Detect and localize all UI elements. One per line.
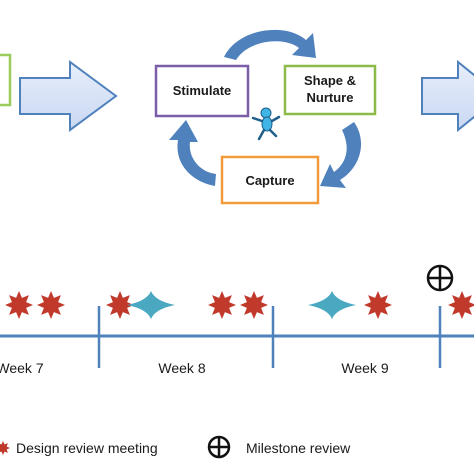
sparkle-icon <box>308 291 356 319</box>
shape-label-line1: Shape & <box>304 73 356 88</box>
capture-label: Capture <box>245 173 294 188</box>
cycle-arrow-left <box>169 120 216 186</box>
sparkle-icon <box>127 291 175 319</box>
cycle-arrows <box>169 29 362 188</box>
milestone-marker-icon <box>426 264 454 292</box>
design-review-legend-label: Design review meeting <box>16 440 158 456</box>
capture-box: Capture <box>220 155 320 205</box>
cycle-arrow-top <box>224 29 316 60</box>
week-label: Week 7 <box>0 360 44 376</box>
design-review-star-icon <box>240 291 268 319</box>
design-review-star-icon <box>448 291 474 319</box>
design-review-star-icon <box>208 291 236 319</box>
timeline: Week 7 Week 8 Week 9 <box>0 306 474 376</box>
legend: Design review meeting Milestone review <box>0 435 351 459</box>
design-review-star-icon <box>364 291 392 319</box>
previous-stage-box <box>0 53 12 107</box>
left-flow-arrow <box>19 60 118 132</box>
design-review-star-icon <box>37 291 65 319</box>
week-label: Week 9 <box>341 360 388 376</box>
week-label: Week 8 <box>158 360 205 376</box>
milestone-legend-icon <box>207 435 231 459</box>
shape-label-line2: Nurture <box>307 90 354 105</box>
stimulate-box: Stimulate <box>154 64 250 118</box>
stimulate-label: Stimulate <box>173 83 232 98</box>
design-review-star-icon <box>5 291 33 319</box>
design-review-legend-icon <box>0 441 10 455</box>
shape-nurture-box: Shape & Nurture <box>283 64 377 116</box>
person-figure-icon <box>251 107 281 141</box>
design-review-star-icon <box>106 291 134 319</box>
right-flow-arrow <box>421 59 474 133</box>
cycle-arrow-right <box>320 122 362 188</box>
milestone-legend-label: Milestone review <box>246 440 351 456</box>
design-review-star-icon <box>0 441 10 455</box>
timeline-markers <box>5 264 474 319</box>
